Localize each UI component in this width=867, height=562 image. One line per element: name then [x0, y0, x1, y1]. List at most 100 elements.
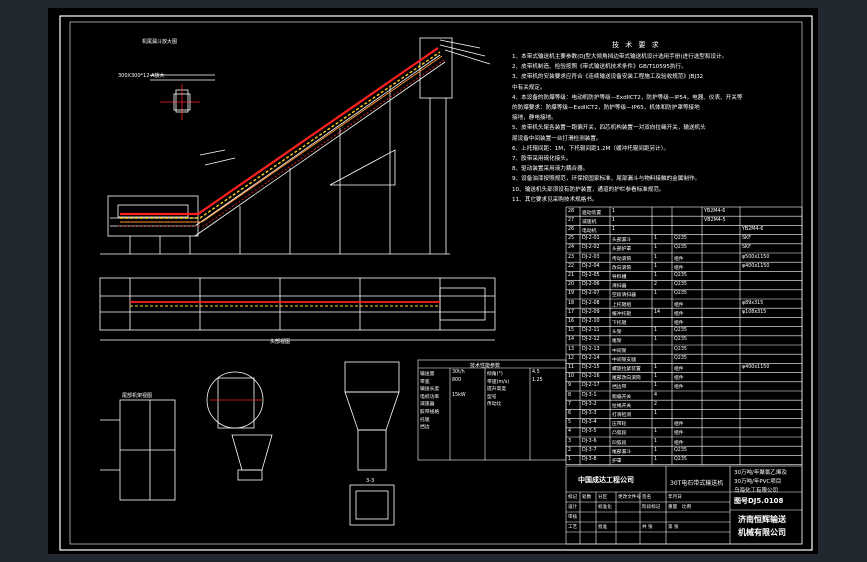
bom-cell: 10: [568, 374, 575, 380]
note-line: 尾设备中间装置一台打滑检测装置。: [512, 135, 602, 142]
bom-cell: 4: [654, 392, 658, 398]
bom-cell: 组件: [674, 320, 684, 326]
parameter-cell: 倾角(°): [487, 372, 503, 377]
bom-cell: DJ-2-11: [582, 328, 600, 334]
bom-cell: 头架: [612, 330, 622, 336]
bom-cell: 尾架: [612, 339, 622, 345]
title-block-label: 重量: [668, 505, 678, 510]
bom-cell: DJ-3-6: [582, 438, 597, 444]
note-line: 8、驱动装置采用液力耦合器。: [512, 166, 589, 173]
bom-cell: 1: [654, 263, 658, 269]
bom-cell: 护罩: [612, 458, 622, 464]
bom-cell: 传动滚筒: [612, 256, 632, 262]
bom-cell: 11: [568, 364, 575, 370]
bom-cell: 21: [568, 272, 575, 278]
bom-cell: 22: [568, 263, 575, 269]
note-line: 3、皮带机的安装要求应符合《连续输送设备安装工程施工及验收规范》JBJ32: [512, 74, 704, 81]
bom-cell: 15: [568, 328, 575, 334]
bom-cell: 缓冲托辊: [612, 311, 632, 317]
bom-cell: Q235: [674, 355, 687, 361]
title-block-grid: [565, 465, 803, 545]
note-line: 10、输送机头部须设有防护装置，通道的护栏参看标准规范。: [512, 186, 665, 193]
bom-cell: 1: [654, 337, 658, 343]
note-line: 5、皮带机头尾各装置一跑偏开关，四芯机构装置一对双向拉绳开关，输送机头: [512, 125, 706, 132]
bom-cell: Q235: [674, 236, 687, 242]
bom-cell: YB2M4-6: [742, 226, 764, 232]
bom-cell: DJ-2-17: [582, 383, 600, 389]
conveyor-side-elevation: [100, 37, 491, 255]
bom-cell: 1: [654, 374, 658, 380]
title-block-label: 共 张: [642, 525, 653, 530]
drawing-number-value: DJ5.0108: [748, 497, 784, 505]
note-line: 接地，静电接地。: [512, 115, 557, 122]
section-a-detail: [160, 84, 200, 120]
title-block-label: 标记: [568, 495, 578, 500]
bom-cell: DJ-2-09: [582, 309, 600, 315]
bom-cell: YB2M4-6: [704, 208, 726, 214]
conveyor-belt: [118, 47, 445, 227]
bom-cell: 组件: [674, 440, 684, 446]
bom-cell: 14: [568, 337, 575, 343]
bom-cell: 23: [568, 254, 575, 260]
project-subtitle-2: 30万吨/年PVC项目: [734, 479, 782, 485]
bom-cell: Q235: [674, 282, 687, 288]
bom-cell: 5: [568, 420, 572, 426]
title-block-label: 更改文件号: [618, 495, 641, 500]
bom-cell: 12: [568, 355, 575, 361]
note-line: 11、其它要求见采购技术规格书。: [512, 196, 598, 203]
parameter-cell: 提升高度: [487, 387, 507, 393]
bom-cell: 1: [654, 254, 658, 260]
bom-cell: 28: [568, 208, 575, 214]
bom-cell: 组件: [674, 311, 684, 317]
technical-requirements-title: 技 术 要 求: [612, 41, 661, 49]
bom-cell: 尾部漏斗: [612, 449, 632, 455]
bom-cell: Q235: [674, 245, 687, 251]
bom-cell: 14: [654, 309, 661, 315]
bom-cell: 组件: [674, 431, 684, 437]
title-block-label: 工艺: [568, 525, 578, 530]
bom-cell: 1: [654, 364, 658, 370]
bom-cell: 6: [568, 410, 572, 416]
bom-cell: 1: [654, 383, 658, 389]
bom-cell: 上托辊组: [612, 302, 632, 308]
bom-cell: 导料槽: [612, 274, 627, 280]
bom-cell: 16: [568, 318, 575, 324]
bom-cell: φ400x1150: [742, 364, 770, 370]
parameter-table-grid: [417, 359, 567, 461]
bom-cell: 尾部改向滚筒: [612, 376, 641, 382]
bom-cell: 组件: [674, 385, 684, 391]
bom-cell: DJ-2-07: [582, 291, 600, 297]
drawing-number: 图号DJ5.0108: [734, 496, 783, 506]
bom-cell: 3: [568, 438, 572, 444]
bom-cell: DJ-2-14: [582, 355, 600, 361]
parameter-cell: 传动比: [487, 402, 502, 408]
bom-cell: 螺旋拉紧装置: [612, 366, 641, 372]
bom-cell: 打滑检测: [612, 412, 632, 418]
bom-cell: DJ-3-7: [582, 447, 597, 453]
bom-cell: 1: [654, 429, 658, 435]
side-view-label: 机尾漏斗放大图: [142, 39, 178, 45]
title-block-label: 处数: [582, 495, 592, 500]
plan-view-label: 头部视图: [270, 339, 291, 345]
bom-cell: 1: [612, 217, 616, 223]
bom-cell: 改向滚筒: [612, 265, 632, 271]
bom-cell: 中间架支腿: [612, 357, 636, 363]
note-line: 9、设备油漆按照规范，环保按国家标准，尾部漏斗与物料接触的金属制作。: [512, 176, 701, 183]
bom-cell: DJ-3-3: [582, 410, 597, 416]
parameter-cell: 带宽: [420, 379, 430, 385]
title-block-label: 标准化: [598, 505, 612, 510]
bom-cell: DJ-2-08: [582, 300, 600, 306]
title-block-label: 分区: [598, 495, 608, 500]
bom-cell: DJ-2-10: [582, 318, 600, 324]
title-block-label: 比例: [682, 505, 692, 510]
bom-cell: 27: [568, 217, 575, 223]
bom-cell: φ89x315: [742, 300, 764, 306]
bom-cell: SKF: [742, 236, 751, 242]
bom-cell: 1: [654, 447, 658, 453]
bom-cell: Q235: [674, 291, 687, 297]
note-line: 7、胶带采用硫化接头。: [512, 156, 572, 162]
bom-cell: 组件: [674, 256, 684, 262]
bom-cell: Q235: [674, 456, 687, 462]
bom-cell: 7: [568, 401, 572, 407]
parameter-cell: 输送长度: [420, 387, 440, 393]
